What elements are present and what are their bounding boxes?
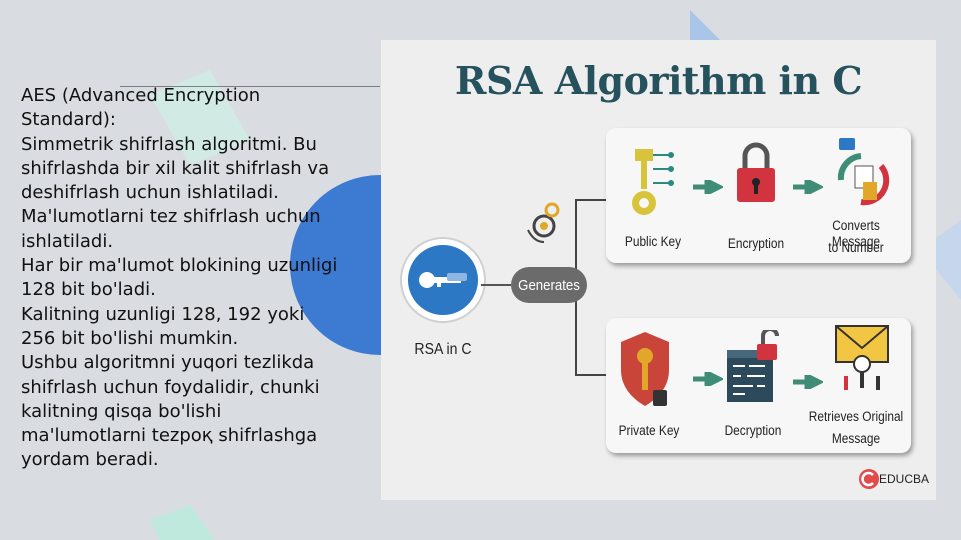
- slide-text-line: Har bir ma'lumot blokining uzunligi: [21, 255, 338, 277]
- slide-text-line: kalitning qisqa bo'lishi: [21, 400, 222, 422]
- public-key-label: Public Key: [624, 234, 682, 249]
- decryption-icon: [727, 330, 779, 402]
- slide-text-line: Kalitning uzunligi 128, 192 yoki: [21, 303, 305, 325]
- slide-text-line: Ma'lumotlarni tez shifrlash uchun: [21, 206, 321, 228]
- slide-text-line: AES (Advanced Encryption: [21, 85, 261, 106]
- decryption-label: Decryption: [724, 423, 782, 438]
- slide-text-line: 256 bit bo'lishi mumkin.: [21, 327, 239, 349]
- private-key-shield-icon: [621, 332, 669, 406]
- educba-brand: EDUCBA: [879, 472, 930, 486]
- encryption-label: Encryption: [727, 236, 785, 251]
- envelope-icon: [835, 325, 889, 390]
- slide-text-line: ma'lumotlarni tezpoқ shifrlashga: [21, 425, 318, 447]
- converts-message-label-line2: to Number: [828, 240, 884, 255]
- slide-text-line: Standard):: [21, 109, 116, 131]
- public-key-icon: [632, 149, 674, 215]
- key-icon: [419, 272, 467, 288]
- arrow-icon: [693, 372, 723, 386]
- slide-text-line: Simmetrik shifrlash algoritmi. Bu: [21, 133, 317, 155]
- generates-badge: [511, 267, 587, 303]
- gears-icon: [527, 202, 560, 243]
- divider-line: [120, 86, 380, 87]
- converts-message-label-line1: Converts Message: [831, 218, 881, 249]
- diagram-title: RSA Algorithm in C: [454, 58, 863, 103]
- generates-label: Generates: [518, 277, 580, 294]
- arrow-icon: [693, 180, 723, 194]
- rsa-in-c-label: RSA in C: [414, 341, 472, 358]
- slide-text-line: ishlatiladi.: [21, 230, 114, 252]
- rsa-diagram: RSA Algorithm in C RSA in C Generates Pu…: [381, 40, 936, 500]
- private-key-label: Private Key: [618, 423, 680, 438]
- slide-text-line: shifrlash uchun foydalidir, chunki: [21, 376, 320, 398]
- slide-text-line: Ushbu algoritmni yuqori tezlikda: [21, 352, 315, 374]
- retrieves-message-label-line1: Retrieves Original: [808, 409, 904, 424]
- convert-message-icon: [837, 138, 890, 206]
- retrieves-message-label-line2: Message: [831, 431, 881, 446]
- lock-icon: [737, 142, 775, 202]
- arrow-icon: [793, 180, 823, 194]
- slide-text-line: deshifrlash uchun ishlatiladi.: [21, 182, 279, 204]
- arrow-icon: [793, 375, 823, 389]
- educba-logo-icon: [859, 469, 879, 489]
- slide-text-line: yordam beradi.: [21, 449, 159, 471]
- slide-text-line: shifrlashda bir xil kalit shifrlash va: [21, 157, 330, 179]
- slide-text-line: 128 bit bo'ladi.: [21, 279, 156, 301]
